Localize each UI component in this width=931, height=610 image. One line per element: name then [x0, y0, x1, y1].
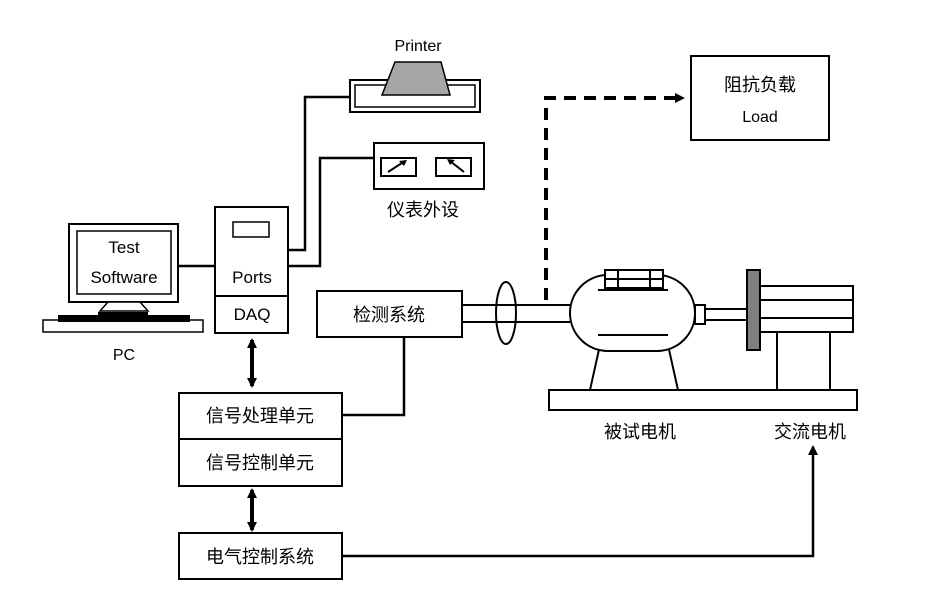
- motor-icon: [548, 269, 858, 411]
- printer-icon: [349, 61, 481, 113]
- test-motor-label: 被试电机: [604, 422, 676, 443]
- pc-label: PC: [113, 347, 135, 364]
- connection-lines: [178, 93, 818, 558]
- load-label-en: Load: [742, 109, 778, 126]
- pc-screen-line1: Test: [108, 238, 139, 257]
- meters-box: [373, 142, 485, 190]
- signal-ctrl-label: 信号控制单元: [206, 453, 314, 474]
- ac-motor-label: 交流电机: [774, 422, 846, 443]
- ports-label: Ports: [232, 268, 272, 287]
- load-label-cn: 阻抗负载: [724, 75, 796, 96]
- detect-system-box: [316, 290, 463, 338]
- detect-system-label: 检测系统: [353, 305, 425, 326]
- meter-icon: [380, 157, 417, 177]
- signal-proc-label: 信号处理单元: [206, 406, 314, 427]
- ports-daq-box: [214, 206, 289, 334]
- link-ports-meters: [288, 156, 373, 268]
- motor-icon: [746, 269, 854, 391]
- link-motor-load: [544, 93, 685, 300]
- meters-label: 仪表外设: [387, 200, 459, 221]
- link-detect-signal: [342, 338, 406, 417]
- load-box: [690, 55, 830, 141]
- pc-monitor-icon: [42, 223, 204, 333]
- link-ports-printer: [288, 95, 350, 252]
- elec-control-box: [178, 532, 343, 580]
- current-sensor-icon: [495, 281, 517, 345]
- pc-screen-line2: Software: [90, 268, 157, 287]
- link-elec-acmotor: [342, 445, 818, 558]
- meter-icon: [435, 157, 472, 177]
- elec-control-label: 电气控制系统: [206, 547, 314, 568]
- signal-units-box: [178, 392, 343, 487]
- daq-label: DAQ: [234, 305, 271, 324]
- printer-label: Printer: [394, 38, 442, 55]
